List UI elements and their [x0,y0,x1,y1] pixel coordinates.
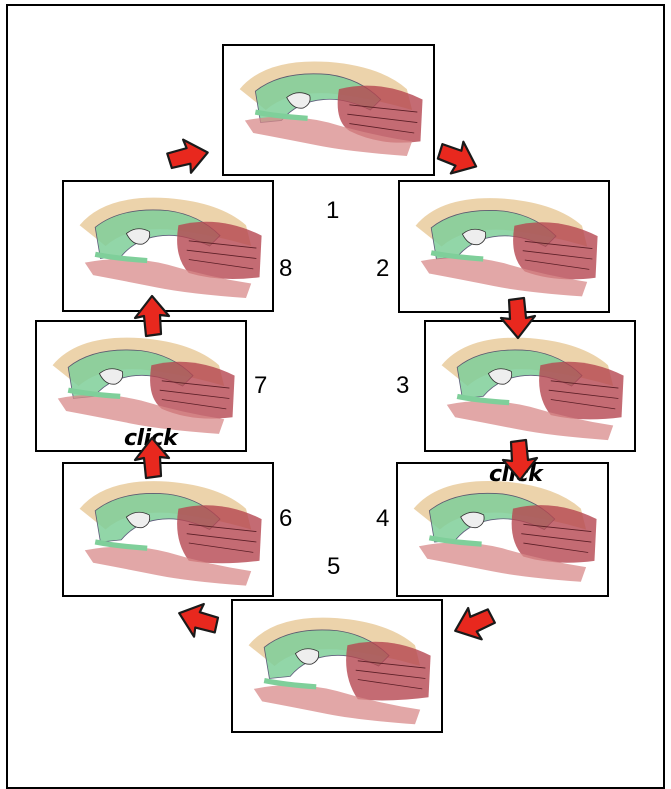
panel-number-7: 7 [254,372,268,399]
arrow-4-to-5 [446,598,501,651]
panel-5 [231,599,443,733]
panel-number-8: 8 [279,255,293,282]
panel-number-2: 2 [376,255,390,282]
vocal-tract-illustration-4 [413,480,597,582]
panel-1 [222,44,435,176]
arrow-2-to-3 [498,296,538,340]
vocal-tract-illustration-6 [79,481,262,586]
arrow-5-to-6 [170,594,225,647]
panel-4 [396,462,609,597]
red-arrow-icon [501,438,539,482]
panel-number-4: 4 [376,505,390,532]
vocal-tract-illustration-2 [415,198,598,297]
red-arrow-icon [178,602,220,638]
arrow-6-to-7 [132,436,172,480]
panel-6 [62,462,274,597]
panel-8 [62,180,274,312]
red-arrow-icon [454,606,496,641]
red-arrow-icon [133,294,171,338]
vocal-tract-illustration-7 [52,337,235,434]
arrow-8-to-1 [163,132,213,179]
panel-number-1: 1 [326,197,340,224]
panel-number-6: 6 [279,505,293,532]
panel-number-5: 5 [327,553,341,580]
arrow-3-to-4 [500,438,540,482]
red-arrow-icon [133,436,171,480]
vocal-tract-illustration-3 [441,337,624,441]
vocal-tract-illustration-1 [239,61,423,156]
panel-3 [424,320,636,452]
panel-2 [398,180,610,313]
red-arrow-icon [436,140,478,175]
arrow-1-to-2 [430,131,487,186]
panel-7 [35,320,247,452]
vocal-tract-illustration-5 [248,617,431,725]
red-arrow-icon [166,138,209,174]
panel-number-3: 3 [396,372,410,399]
vocal-tract-illustration-8 [79,197,262,298]
red-arrow-icon [499,296,537,340]
arrow-7-to-8 [132,294,172,338]
